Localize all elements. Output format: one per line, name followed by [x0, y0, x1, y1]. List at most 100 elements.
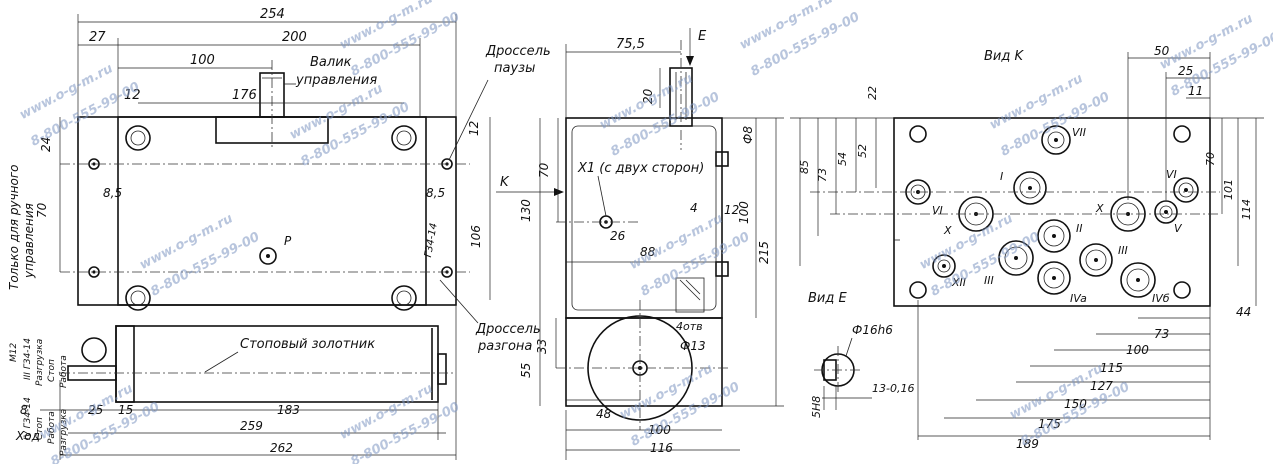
svg-text:262: 262 [270, 441, 293, 455]
svg-text:VI: VI [1166, 168, 1177, 181]
label-x1: X1 (с двух сторон) [577, 161, 704, 176]
front-top-dimensions: 254 27 200 100 12 176 [77, 7, 457, 117]
svg-text:IVa: IVa [1070, 292, 1087, 305]
svg-text:4отв: 4отв [676, 320, 703, 333]
svg-text:106: 106 [469, 225, 483, 248]
svg-text:I: I [1000, 170, 1003, 183]
svg-text:11: 11 [1188, 84, 1203, 98]
svg-text:73: 73 [1154, 327, 1169, 341]
svg-text:183: 183 [277, 403, 300, 417]
svg-text:100: 100 [190, 53, 215, 68]
svg-text:175: 175 [1038, 417, 1061, 431]
svg-text:II: II [1076, 222, 1083, 235]
svg-text:15: 15 [118, 403, 133, 417]
svg-text:33: 33 [535, 339, 549, 354]
svg-text:100: 100 [648, 423, 671, 437]
svg-text:44: 44 [1236, 305, 1251, 319]
svg-text:Разгрузка: Разгрузка [35, 339, 45, 386]
svg-text:12: 12 [724, 203, 739, 217]
svg-text:55: 55 [519, 363, 533, 378]
svg-text:101: 101 [1222, 179, 1235, 200]
svg-text:Ф16h6: Ф16h6 [852, 323, 893, 337]
svg-text:116: 116 [650, 441, 673, 455]
svg-text:Ф8: Ф8 [741, 126, 755, 144]
svg-text:127: 127 [1090, 379, 1113, 393]
svg-text:254: 254 [260, 7, 285, 22]
svg-text:III: III [1118, 244, 1128, 257]
svg-text:75,5: 75,5 [616, 37, 645, 52]
label-port-p: P [284, 234, 292, 248]
front-bottom-dimensions: 8 25 15 183 259 262 Ход [15, 305, 457, 460]
spool-position-tags: М12 III Г34-14 Разгрузка Стоп Работа IV … [9, 338, 69, 456]
svg-text:E: E [698, 29, 707, 44]
svg-text:54: 54 [836, 152, 849, 166]
side-view: 75,5 E 20 Ф8 X1 (с двух сторон) K 70 130… [496, 28, 784, 460]
svg-text:IVб: IVб [1152, 292, 1170, 305]
view-k-title: Вид K [984, 49, 1024, 64]
view-k-ports [905, 125, 1199, 298]
svg-text:25: 25 [88, 403, 103, 417]
front-plate [77, 116, 457, 306]
svg-text:70: 70 [1204, 152, 1217, 166]
svg-text:Стоп: Стоп [35, 417, 45, 440]
svg-text:70: 70 [537, 162, 551, 178]
svg-text:4: 4 [690, 201, 698, 215]
label-stop-spool: Стоповый золотник [240, 337, 375, 352]
svg-text:88: 88 [640, 245, 656, 259]
svg-text:100: 100 [737, 201, 751, 224]
view-e-title: Вид E [808, 291, 847, 306]
svg-text:259: 259 [240, 419, 263, 433]
svg-text:Работа: Работа [47, 411, 57, 444]
svg-text:215: 215 [757, 241, 771, 264]
label-control-shaft: Валик управления [295, 55, 377, 88]
svg-text:114: 114 [1240, 199, 1253, 220]
svg-text:Работа: Работа [59, 355, 69, 388]
svg-text:22: 22 [866, 86, 879, 100]
svg-text:189: 189 [1016, 437, 1039, 451]
svg-text:130: 130 [519, 199, 533, 222]
svg-text:70: 70 [35, 202, 49, 218]
svg-text:8,5: 8,5 [426, 186, 445, 200]
label-throttle-pause: Дроссель паузы [485, 44, 555, 76]
svg-text:XII: XII [951, 276, 966, 289]
front-left-dimensions: 24 70 8,5 [35, 117, 122, 272]
svg-text:12: 12 [124, 88, 141, 103]
svg-text:48: 48 [596, 407, 612, 421]
view-e: Вид E Ф16h6 5H8 13-0,16 [808, 291, 914, 418]
svg-text:Ф13: Ф13 [680, 339, 706, 353]
watermarks: www.o-g-m.ru 8-800-555-99-00 www.o-g-m.r… [17, 0, 1273, 464]
view-k-port-labels: VII I VI VI X X V II III III XII IVa IVб [932, 126, 1183, 305]
label-throttle-accel: Дроссель разгона [475, 322, 545, 354]
svg-text:X: X [1095, 202, 1104, 215]
svg-text:5H8: 5H8 [810, 396, 823, 418]
svg-text:150: 150 [1064, 397, 1087, 411]
front-view: P Стоповый золотник 254 27 200 100 12 17… [7, 7, 555, 460]
svg-text:115: 115 [1100, 361, 1123, 375]
svg-text:20: 20 [641, 88, 655, 104]
svg-text:13-0,16: 13-0,16 [872, 382, 914, 395]
svg-text:200: 200 [282, 30, 307, 45]
svg-text:www.o-g-m.ru: www.o-g-m.ru [737, 0, 835, 53]
svg-text:Ход: Ход [15, 429, 40, 443]
spool-knob [81, 337, 107, 363]
svg-text:50: 50 [1154, 44, 1170, 58]
view-k-bottom-dims: 44 73 100 115 127 150 175 189 [917, 300, 1251, 451]
svg-text:Стоп: Стоп [47, 359, 57, 382]
view-k-right-dims: 70 101 114 [1204, 117, 1264, 306]
svg-text:26: 26 [610, 229, 626, 243]
svg-text:8: 8 [20, 403, 28, 417]
svg-text:Разгрузка: Разгрузка [59, 409, 69, 456]
svg-text:27: 27 [89, 30, 106, 45]
front-corner-holes [125, 125, 417, 311]
svg-text:176: 176 [232, 88, 257, 103]
svg-text:VII: VII [1072, 126, 1086, 139]
svg-text:IV Г34-14: IV Г34-14 [23, 397, 33, 440]
svg-text:X: X [943, 224, 952, 237]
svg-text:25: 25 [1178, 64, 1193, 78]
svg-text:VI: VI [932, 204, 943, 217]
svg-text:V: V [1174, 222, 1183, 235]
port-p-hole [259, 247, 277, 265]
view-k-plate [893, 117, 1211, 307]
svg-text:85: 85 [798, 160, 811, 174]
